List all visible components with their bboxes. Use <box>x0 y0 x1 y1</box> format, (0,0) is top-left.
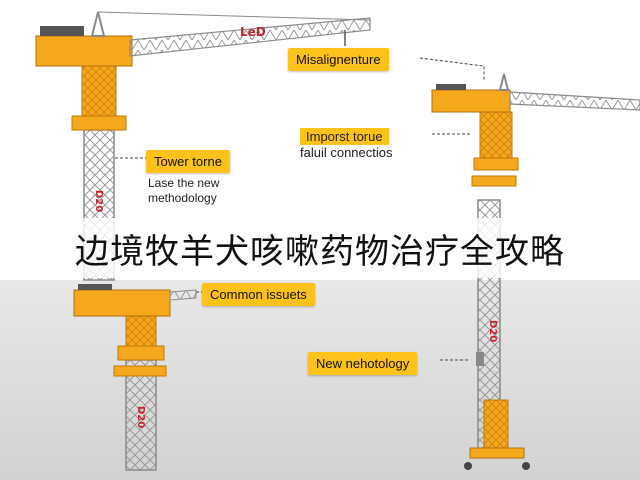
callout-misalignment: Misalignenture <box>288 48 389 71</box>
note-laser-line2: methodology <box>148 191 217 205</box>
note-import-line1: Imporst torue <box>300 128 389 145</box>
crane-top-left: LeD D20 <box>35 11 371 281</box>
title-banner: 边境牧羊犬咳嗽药物治疗全攻略 <box>0 218 640 278</box>
tower-logo-bottom: D20 <box>135 406 146 428</box>
tower-logo-right: D20 <box>487 320 498 342</box>
note-laser: Lase the new methodology <box>148 176 219 206</box>
callout-common-issues: Common issuets <box>202 283 315 306</box>
note-import: Imporst torue faluil connectios <box>300 128 393 160</box>
crane-bottom-left: D20 <box>73 284 197 471</box>
callout-new-methodology: New nehotology <box>308 352 418 375</box>
note-laser-line1: Lase the new <box>148 176 220 190</box>
banner-title: 边境牧羊犬咳嗽药物治疗全攻略 <box>75 231 565 272</box>
callout-tower-tone: Tower torne <box>146 150 230 173</box>
crane-logo: LeD <box>240 25 266 39</box>
note-import-line2: faluil connectios <box>300 145 393 160</box>
tower-logo: D20 <box>93 190 104 212</box>
